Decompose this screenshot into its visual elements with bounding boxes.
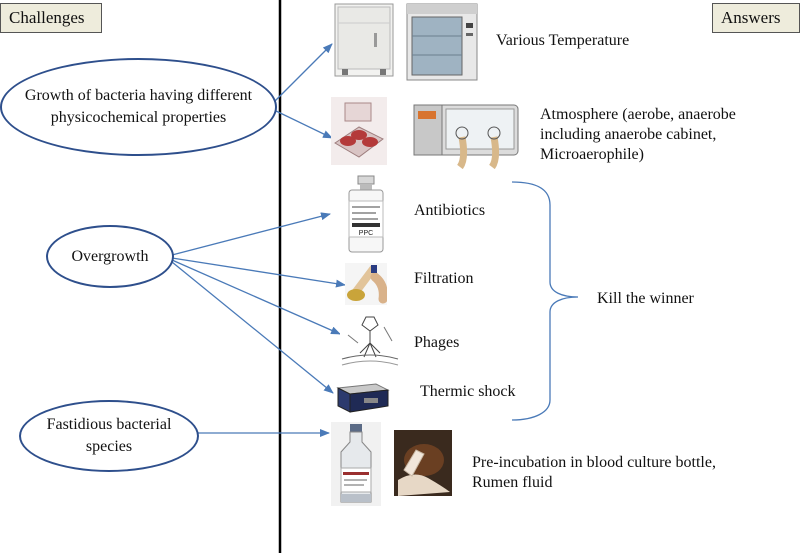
answer-atmosphere-line-1: Atmosphere (aerobe, anaerobe — [540, 106, 736, 123]
challenge-overgrowth-label: Overgrowth — [71, 247, 149, 265]
challenge-fastidious-line-1: Fastidious bacterial — [46, 416, 172, 433]
challenge-growth-line-1: Growth of bacteria having different — [24, 87, 253, 104]
answer-preincubation-line-2: Rumen fluid — [472, 474, 553, 491]
blood-culture-bottle-image — [331, 422, 381, 506]
arrow-growth-to-temperature — [273, 43, 333, 103]
anaerobe-cabinet-image — [413, 104, 519, 169]
petri-dish-jar-image — [331, 97, 387, 165]
rumen-fluid-image — [394, 430, 452, 496]
challenge-growth-line-2: physicochemical properties — [50, 109, 227, 126]
answer-antibiotics: Antibiotics — [414, 202, 486, 219]
phage-illustration-image — [340, 313, 400, 371]
arrow-overgrowth-to-phages — [171, 259, 341, 335]
water-bath-image — [336, 383, 390, 413]
answer-phages: Phages — [414, 334, 460, 351]
answer-kill-the-winner: Kill the winner — [597, 290, 694, 307]
answer-atmosphere-line-2: including anaerobe cabinet, — [540, 126, 717, 143]
challenge-overgrowth-oval: Overgrowth — [46, 225, 174, 288]
answer-thermic-shock: Thermic shock — [420, 383, 516, 400]
answers-header: Answers — [712, 3, 800, 33]
answer-temperature: Various Temperature — [496, 32, 630, 49]
vial-label: PPC — [359, 230, 373, 237]
answer-filtration: Filtration — [414, 270, 474, 287]
fridge-incubator-image — [334, 3, 394, 77]
answer-preincubation-line-1: Pre-incubation in blood culture bottle, — [472, 454, 716, 471]
challenges-header: Challenges — [0, 3, 102, 33]
incubator-cabinet-image — [406, 3, 478, 81]
answer-atmosphere-line-3: Microaerophile) — [540, 146, 644, 163]
challenge-fastidious-line-2: species — [85, 438, 133, 455]
kill-the-winner-brace — [511, 181, 579, 421]
arrow-overgrowth-to-thermic-shock — [171, 261, 334, 394]
filter-syringe-image — [345, 263, 387, 305]
arrow-overgrowth-to-antibiotics — [171, 212, 331, 256]
arrow-growth-to-atmosphere — [273, 109, 333, 139]
challenge-growth-oval: Growth of bacteria having different phys… — [0, 58, 277, 156]
antibiotic-vial-image: PPC — [348, 175, 384, 253]
challenge-fastidious-oval: Fastidious bacterial species — [19, 400, 199, 472]
arrow-overgrowth-to-filtration — [171, 257, 346, 288]
